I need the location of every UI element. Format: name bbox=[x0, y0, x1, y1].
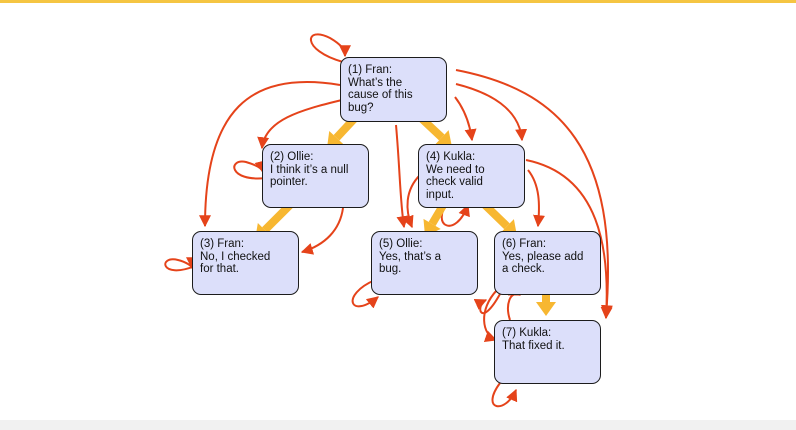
node-1: (1) Fran: What’s the cause of this bug? bbox=[340, 57, 447, 122]
reference-edge-1-4 bbox=[454, 96, 477, 142]
reference-edge-5-5 bbox=[351, 279, 379, 309]
node-6-text: Yes, please add a check. bbox=[502, 250, 584, 276]
reference-edge-6-6 bbox=[473, 293, 501, 314]
reference-edge-7-6 bbox=[507, 284, 522, 321]
node-5-text: Yes, that’s a bug. bbox=[379, 250, 442, 276]
node-6: (6) Fran: Yes, please add a check. bbox=[494, 231, 601, 295]
top-accent-rule bbox=[0, 0, 796, 3]
reference-edge-1-3 bbox=[199, 81, 341, 228]
reference-edge-4-6 bbox=[527, 169, 545, 228]
node-5: (5) Ollie: Yes, that’s a bug. bbox=[371, 231, 478, 295]
node-4-speaker: (4) Kukla: bbox=[426, 151, 476, 163]
reply-edge-6-7 bbox=[536, 293, 556, 316]
node-3-speaker: (3) Fran: bbox=[200, 238, 245, 250]
reference-edge-1-1 bbox=[310, 33, 351, 63]
reference-edge-4-7 bbox=[525, 159, 613, 320]
reference-edge-1-6 bbox=[455, 83, 528, 142]
reference-edge-7-7 bbox=[491, 382, 518, 408]
node-5-speaker: (5) Ollie: bbox=[379, 238, 423, 250]
reply-edge-head bbox=[327, 130, 344, 148]
node-2-text: I think it’s a null pointer. bbox=[270, 163, 349, 189]
node-2: (2) Ollie: I think it’s a null pointer. bbox=[262, 144, 369, 208]
node-4: (4) Kukla: We need to check valid input. bbox=[418, 144, 525, 208]
reply-edge-1-4 bbox=[418, 115, 452, 147]
reply-edge-head bbox=[536, 302, 556, 316]
reference-edge-2-3 bbox=[300, 207, 344, 255]
reference-edge-4-5 bbox=[402, 174, 421, 229]
node-7: (7) Kukla: That fixed it. bbox=[494, 320, 601, 384]
reference-edge-2-2 bbox=[233, 160, 267, 180]
reference-edge-1-2 bbox=[257, 99, 343, 150]
node-3: (3) Fran: No, I checked for that. bbox=[192, 231, 299, 295]
node-3-text: No, I checked for that. bbox=[200, 250, 271, 276]
reply-edge-head bbox=[434, 130, 452, 147]
node-7-speaker: (7) Kukla: bbox=[502, 327, 552, 339]
reference-edge-6-7 bbox=[483, 289, 498, 342]
reference-edge-1-5 bbox=[395, 124, 409, 229]
node-6-speaker: (6) Fran: bbox=[502, 238, 547, 250]
node-1-text: What’s the cause of this bug? bbox=[348, 76, 413, 114]
node-2-speaker: (2) Ollie: bbox=[270, 151, 314, 163]
node-4-text: We need to check valid input. bbox=[426, 163, 485, 201]
reply-edge-shaft bbox=[262, 202, 293, 233]
reference-edge-3-3 bbox=[164, 257, 198, 272]
node-1-speaker: (1) Fran: bbox=[348, 64, 393, 76]
reference-edge-1-7 bbox=[455, 69, 613, 318]
node-7-text: That fixed it. bbox=[502, 339, 565, 352]
reply-edge-shaft bbox=[482, 202, 510, 230]
bottom-strip bbox=[0, 420, 796, 430]
